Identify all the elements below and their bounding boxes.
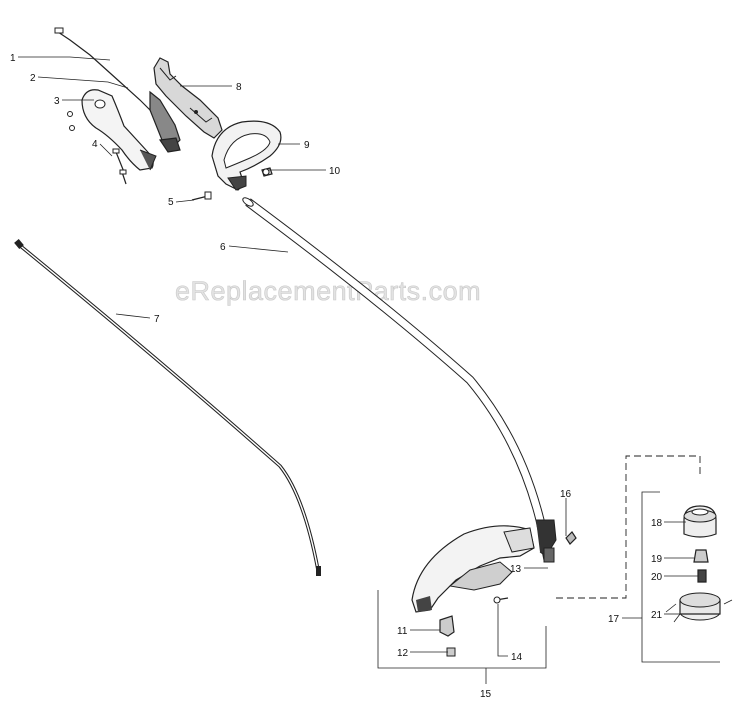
callout-6: 6: [220, 242, 226, 253]
callout-20: 20: [651, 572, 663, 583]
trimmer-head-spring: [697, 569, 707, 583]
callout-8: 8: [236, 82, 242, 93]
bracket-screw: [565, 531, 577, 545]
throttle-trigger: [149, 90, 181, 153]
callout-21: 21: [651, 610, 663, 621]
callout-5: 5: [168, 197, 174, 208]
callout-labels: 1 2 3 4 5 6 7 8 9 10 11 12 13 14 15 16 1…: [10, 53, 663, 700]
debris-shield: [411, 525, 535, 637]
watermark-text: eReplacementParts.com: [175, 276, 481, 306]
assist-handle: [211, 120, 282, 191]
callout-15: 15: [480, 689, 492, 700]
callout-17: 17: [608, 614, 620, 625]
callout-3: 3: [54, 96, 60, 107]
callout-9: 9: [304, 140, 310, 151]
screw-set: [67, 111, 127, 185]
callout-18: 18: [651, 518, 663, 529]
callout-4: 4: [92, 139, 98, 150]
drive-shaft-tube: [242, 197, 557, 563]
callout-11: 11: [397, 626, 408, 637]
shield-screw: [493, 596, 509, 604]
handle-housing-right: [153, 57, 223, 139]
handle-knob-screw: [261, 167, 273, 177]
flexible-drive-shaft: [14, 239, 321, 576]
callout-16: 16: [560, 489, 572, 500]
leader-lines: [18, 56, 698, 657]
callout-10: 10: [329, 166, 341, 177]
bolt: [191, 191, 212, 201]
callout-14: 14: [511, 652, 523, 663]
guard-group-bracket: [377, 590, 547, 684]
trimmer-head-cover: [683, 505, 717, 538]
callout-1: 1: [10, 53, 16, 64]
callout-12: 12: [397, 648, 409, 659]
callout-13: 13: [510, 564, 522, 575]
dashed-assembly-outline: [556, 455, 701, 599]
trimmer-head-spool: [665, 592, 733, 623]
callout-2: 2: [30, 73, 36, 84]
callout-19: 19: [651, 554, 663, 565]
head-group-bracket: [622, 491, 720, 663]
callout-7: 7: [154, 314, 160, 325]
trimmer-head-adapter: [693, 549, 709, 563]
handle-housing-left: [81, 89, 157, 171]
fastener-nut: [446, 647, 456, 657]
